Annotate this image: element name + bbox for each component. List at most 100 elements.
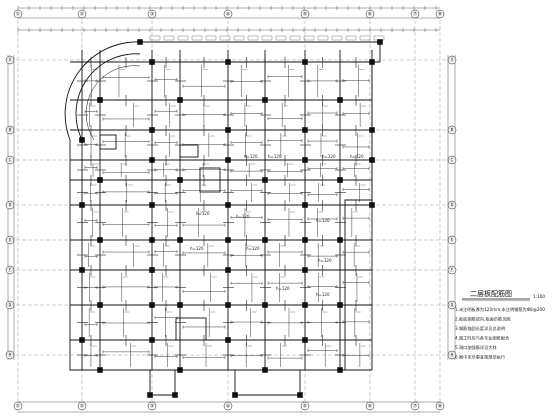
- grid-bubble: [365, 401, 375, 411]
- column: [225, 157, 231, 163]
- curved-wall-inner: [85, 65, 141, 141]
- column: [149, 59, 155, 65]
- grid-row-label: Ⓑ: [7, 127, 12, 134]
- column: [97, 97, 103, 103]
- column: [262, 367, 268, 373]
- legend-note: 4.施工时应与各专业图纸配合: [455, 335, 510, 342]
- column: [97, 237, 103, 243]
- column: [79, 202, 85, 208]
- column: [79, 137, 85, 143]
- grid-row-label: Ⓒ: [7, 157, 12, 164]
- grid-bubble: [5, 265, 15, 275]
- column: [79, 267, 85, 273]
- grid-column-label: ⑦: [413, 12, 418, 18]
- column: [177, 367, 183, 373]
- grid-column-label: ⑧: [438, 12, 443, 18]
- grid-row-label: Ⓖ: [449, 302, 454, 309]
- column: [262, 302, 268, 308]
- dimension-box: [289, 35, 301, 41]
- column: [149, 267, 155, 273]
- stair-core: [99, 134, 117, 150]
- grid-row-label: Ⓔ: [449, 237, 454, 244]
- column: [177, 237, 183, 243]
- dimension-box: [345, 35, 357, 41]
- stair-core: [179, 144, 199, 158]
- column: [302, 237, 308, 243]
- grid-row-label: Ⓐ: [7, 57, 12, 64]
- legend-note: 2.板底钢筋双向,板面负筋见图: [455, 316, 511, 323]
- dimension-box: [331, 35, 343, 41]
- slab-thickness-label: h=120: [244, 154, 258, 159]
- grid-bubble: [447, 300, 457, 310]
- grid-row-label: Ⓗ: [449, 352, 454, 359]
- slab-thickness-label: h=120: [196, 211, 210, 216]
- grid-bubble: [5, 55, 15, 65]
- column: [225, 237, 231, 243]
- column: [369, 127, 375, 133]
- grid-column-label: ②: [80, 404, 85, 410]
- dimension-box: [149, 35, 161, 41]
- column: [225, 202, 231, 208]
- grid-column-label: ②: [80, 12, 85, 18]
- column: [225, 302, 231, 308]
- grid-bubble: [410, 401, 420, 411]
- column: [302, 59, 308, 65]
- column: [302, 302, 308, 308]
- column: [302, 337, 308, 343]
- column: [262, 177, 268, 183]
- grid-bubble: [5, 155, 15, 165]
- column: [172, 392, 178, 398]
- grid-column-label: ③: [150, 12, 154, 18]
- grid-bubble: [13, 9, 23, 19]
- grid-row-label: Ⓕ: [7, 267, 12, 274]
- column: [262, 97, 268, 103]
- column: [149, 337, 155, 343]
- curved-wall: [64, 41, 141, 141]
- grid-row-label: Ⓐ: [449, 57, 454, 64]
- stair-core: [175, 317, 207, 341]
- column: [337, 237, 343, 243]
- column: [377, 39, 383, 45]
- column: [337, 177, 343, 183]
- column: [302, 157, 308, 163]
- stair-core: [199, 167, 221, 193]
- slab-thickness-label: h=120: [236, 214, 250, 219]
- dimension-box: [317, 35, 329, 41]
- legend-note: 1.未注明板厚为120mm,未注明钢筋为Φ8@200: [455, 306, 545, 313]
- dimension-box: [261, 35, 273, 41]
- column: [302, 127, 308, 133]
- slab-thickness-label: h=120: [322, 154, 336, 159]
- grid-row-label: Ⓔ: [7, 237, 12, 244]
- slab-thickness-label: h=120: [318, 258, 332, 263]
- column: [369, 59, 375, 65]
- column: [232, 392, 238, 398]
- dimension-box: [177, 35, 189, 41]
- column: [225, 337, 231, 343]
- legend-scale: 1:100: [533, 294, 545, 299]
- grid-column-label: ⑧: [438, 404, 443, 410]
- column: [225, 267, 231, 273]
- grid-bubble: [77, 401, 87, 411]
- grid-bubble: [77, 9, 87, 19]
- legend-note: 5.洞口加强筋详见大样: [455, 344, 497, 351]
- grid-bubble: [300, 401, 310, 411]
- dimension-box: [233, 35, 245, 41]
- column: [137, 39, 143, 45]
- column: [337, 302, 343, 308]
- grid-column-label: ⑤: [303, 404, 307, 410]
- grid-bubble: [447, 55, 457, 65]
- legend-note: 6.图中未尽事宜按规范执行: [455, 354, 505, 361]
- grid-bubble: [410, 9, 420, 19]
- column: [149, 237, 155, 243]
- slab-thickness-label: h=120: [276, 286, 290, 291]
- column: [149, 157, 155, 163]
- column: [97, 177, 103, 183]
- grid-bubble: [300, 9, 310, 19]
- grid-bubble: [447, 200, 457, 210]
- grid-bubble: [447, 350, 457, 360]
- slab-thickness-label: h=120: [246, 246, 260, 251]
